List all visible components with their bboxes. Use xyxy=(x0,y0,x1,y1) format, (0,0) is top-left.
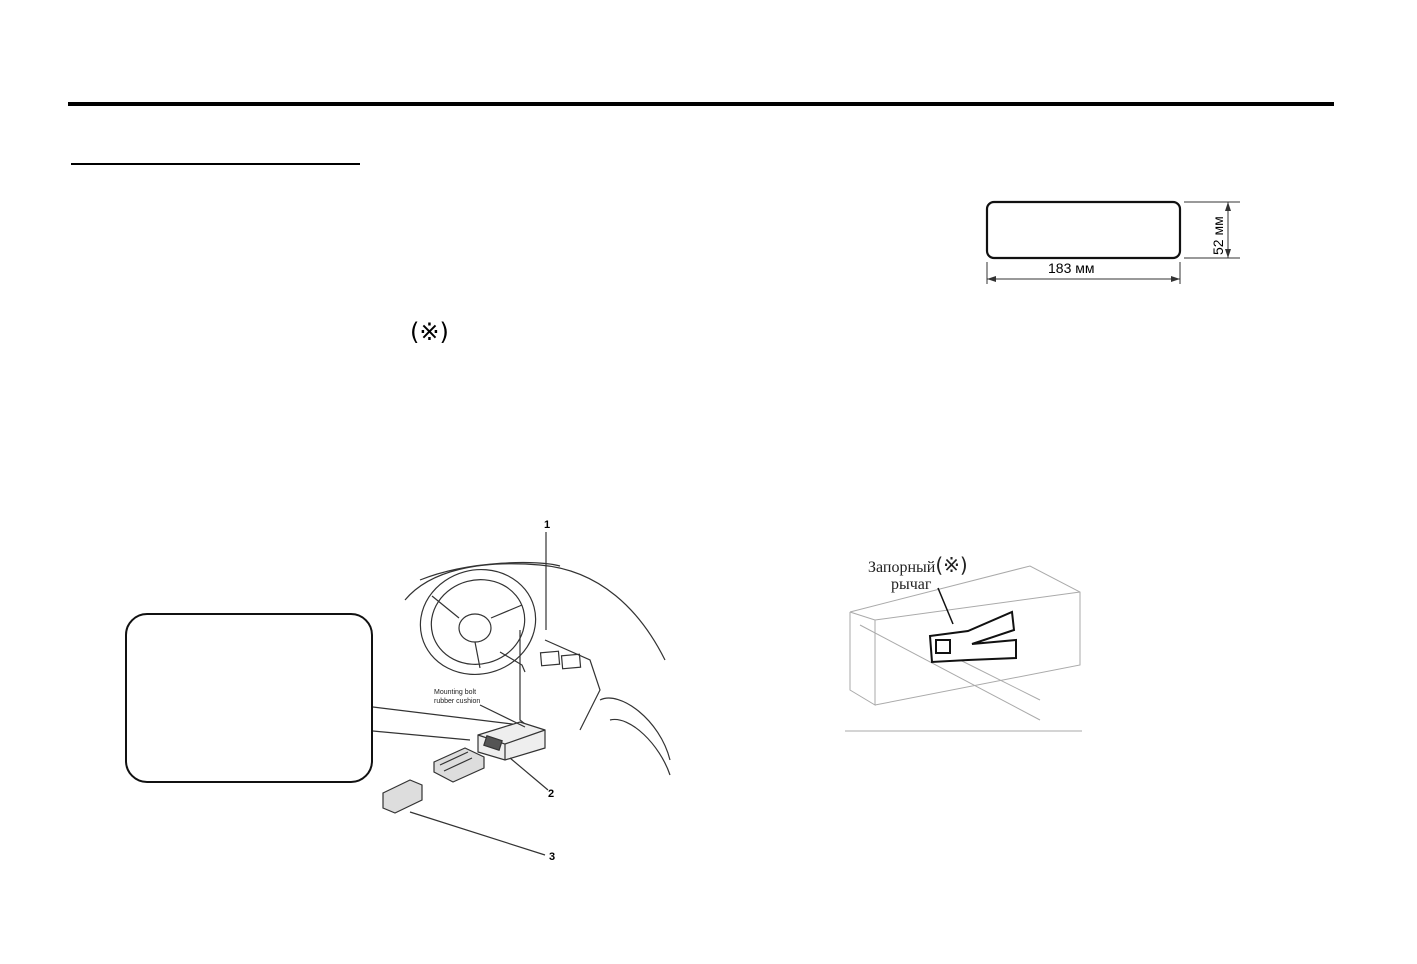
locking-lever xyxy=(928,610,1017,664)
steering-wheel xyxy=(419,568,537,676)
opening-outline xyxy=(985,200,1182,260)
mounting-bolt-label: Mounting bolt rubber cushion xyxy=(434,688,480,706)
callout-number-3: 3 xyxy=(549,851,556,863)
lever-label-line1: Запорный xyxy=(868,559,936,576)
lever-reference-mark: (※) xyxy=(935,553,968,577)
mounting-sleeve xyxy=(433,747,485,783)
callout-box xyxy=(125,613,373,783)
callout-number-2: 2 xyxy=(548,788,555,800)
height-label: 52 мм xyxy=(1210,216,1226,255)
locking-lever-label: Запорный(※) xyxy=(868,553,968,577)
mounting-label-line1: Mounting bolt xyxy=(434,689,477,696)
width-label: 183 мм xyxy=(1048,260,1095,276)
callout-number-1: 1 xyxy=(544,519,551,531)
radio-chassis xyxy=(477,721,546,761)
top-rule xyxy=(68,102,1334,106)
reference-mark: (※) xyxy=(410,318,449,346)
section-heading-underline xyxy=(71,163,360,165)
faceplate xyxy=(382,779,423,814)
lever-label-line2: рычаг xyxy=(891,576,932,593)
mounting-label-line2: rubber cushion xyxy=(434,698,481,705)
